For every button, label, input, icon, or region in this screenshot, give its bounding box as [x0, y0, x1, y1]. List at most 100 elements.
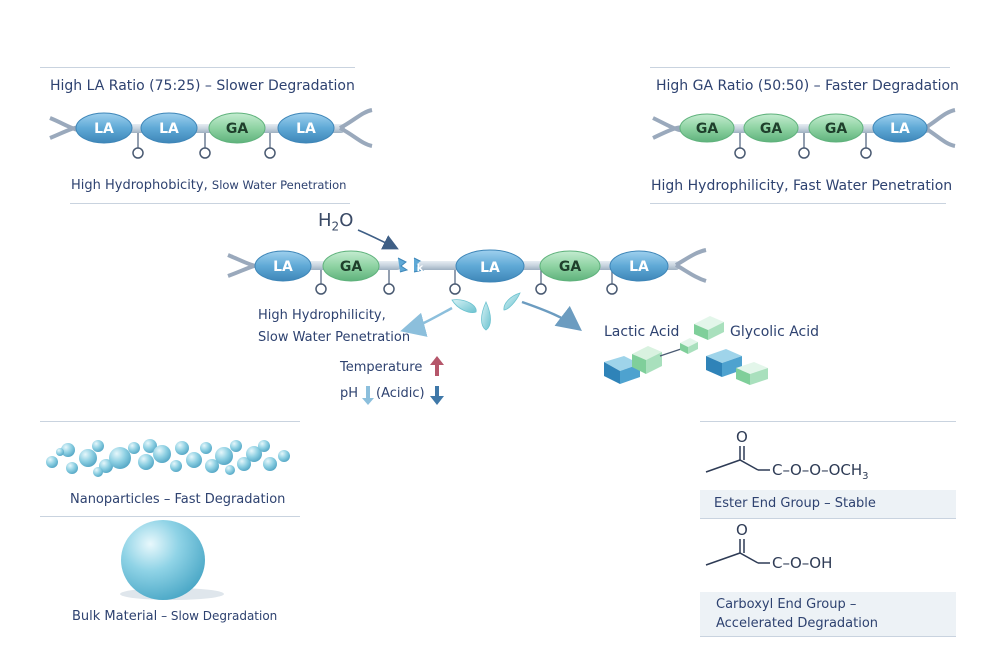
ester-caption: Ester End Group – Stable	[714, 496, 876, 511]
glycolic-acid-label: Glycolic Acid	[730, 324, 820, 340]
nanoparticle	[175, 441, 189, 455]
center-polymer-chain: LA GA LA GA LA k	[227, 248, 707, 295]
svg-text:GA: GA	[226, 121, 248, 137]
svg-text:GA: GA	[340, 259, 362, 275]
bulk-material-caption: Bulk Material – Slow Degradation	[72, 609, 278, 624]
side-group	[199, 133, 211, 159]
water-droplets	[451, 292, 521, 331]
side-group	[132, 133, 144, 159]
ga-bead: GA	[808, 113, 864, 143]
nanoparticle	[263, 457, 277, 471]
svg-text:LA: LA	[273, 259, 293, 275]
ga-bead: GA	[743, 113, 799, 143]
water-drop	[451, 299, 477, 313]
side-group	[798, 133, 810, 159]
nanoparticle	[93, 467, 103, 477]
divider	[700, 636, 956, 637]
glycolic-acid-cube	[736, 362, 768, 385]
nanoparticle	[138, 454, 154, 470]
lactic-acid-label: Lactic Acid	[604, 324, 680, 340]
top-left-caption-main: High Hydrophobicity,	[71, 178, 208, 193]
nanoparticle	[225, 465, 235, 475]
top-right-caption: High Hydrophilicity, Fast Water Penetrat…	[651, 178, 953, 194]
divider	[40, 421, 300, 422]
la-bead: LA	[277, 112, 335, 144]
carboxyl-caption-box	[700, 592, 956, 636]
nanoparticle	[258, 440, 270, 452]
nanoparticle	[109, 447, 131, 469]
bulk-material-sphere	[121, 520, 205, 600]
svg-text:GA: GA	[696, 121, 718, 137]
chain-break-edge	[397, 257, 409, 273]
top-left-polymer-chain: LA LA GA LA	[49, 108, 373, 159]
top-right-title: High GA Ratio (50:50) – Faster Degradati…	[656, 78, 959, 94]
nanoparticle	[46, 456, 58, 468]
nanoparticle	[278, 450, 290, 462]
nanoparticle	[56, 448, 64, 456]
nanoparticle	[230, 440, 242, 452]
chain-strand	[674, 248, 707, 267]
degradation-products-arrow	[521, 300, 582, 332]
divider	[70, 203, 350, 204]
side-group	[264, 133, 276, 159]
glycolic-acid-cube	[632, 346, 662, 374]
la-bead: LA	[254, 250, 312, 282]
divider	[700, 518, 956, 519]
lactic-acid-cube	[604, 356, 640, 384]
ga-bead: GA	[679, 113, 735, 143]
side-group	[860, 133, 872, 159]
nanoparticle	[215, 447, 233, 465]
water-drop	[481, 301, 491, 331]
temperature-label: Temperature	[340, 360, 423, 375]
side-group	[383, 270, 395, 295]
ester-structure: O C–O–O–OCH3	[705, 428, 869, 482]
ga-bead: GA	[208, 112, 266, 144]
svg-text:GA: GA	[825, 121, 847, 137]
carbonyl-oxygen: O	[736, 428, 748, 446]
nanoparticle	[186, 452, 202, 468]
ph-note: (Acidic)	[376, 386, 425, 401]
nanoparticle	[79, 449, 97, 467]
carboxyl-caption-line-2: Accelerated Degradation	[716, 616, 879, 631]
nanoparticle	[237, 457, 251, 471]
water-drop	[503, 292, 521, 311]
svg-text:LA: LA	[480, 260, 500, 276]
ph-down-arrow	[430, 386, 444, 405]
nanoparticle	[92, 440, 104, 452]
chain-strand	[339, 126, 373, 148]
center-left-caption-line-1: High Hydrophilicity,	[258, 308, 386, 323]
nanoparticle	[99, 459, 113, 473]
nanoparticle	[61, 443, 75, 457]
nanoparticles-caption: Nanoparticles – Fast Degradation	[70, 492, 286, 507]
divider	[650, 203, 946, 204]
nanoparticle-cluster	[46, 439, 290, 477]
water-label: H2O	[318, 210, 354, 234]
divider	[650, 67, 950, 68]
carboxyl-caption-line-1: Carboxyl End Group –	[716, 597, 857, 612]
degradation-product-cubes	[604, 316, 768, 385]
side-group	[315, 270, 327, 295]
svg-text:LA: LA	[159, 121, 179, 137]
side-group	[449, 270, 461, 295]
la-bead: LA	[75, 112, 133, 144]
chain-strand	[923, 108, 956, 130]
temperature-up-arrow	[430, 356, 444, 376]
ga-bead: GA	[322, 250, 380, 282]
chain-strand	[674, 263, 707, 283]
ph-down-small-arrow	[362, 386, 374, 405]
ga-bead: GA	[539, 250, 601, 282]
la-bead: LA	[609, 250, 669, 282]
svg-text:LA: LA	[890, 121, 910, 137]
chain-break-label: k	[417, 263, 424, 274]
nanoparticle	[200, 442, 212, 454]
carboxyl-structure: O C–O–OH	[705, 521, 832, 572]
la-bead: LA	[140, 112, 198, 144]
ester-formula: C–O–O–OCH3	[772, 461, 869, 482]
svg-text:LA: LA	[629, 259, 649, 275]
hydrophilicity-arrow	[400, 306, 453, 337]
nanoparticle	[153, 445, 171, 463]
nanoparticle	[246, 446, 262, 462]
glycolic-acid-cube	[694, 316, 724, 340]
divider	[40, 516, 300, 517]
la-bead: LA	[455, 249, 525, 283]
